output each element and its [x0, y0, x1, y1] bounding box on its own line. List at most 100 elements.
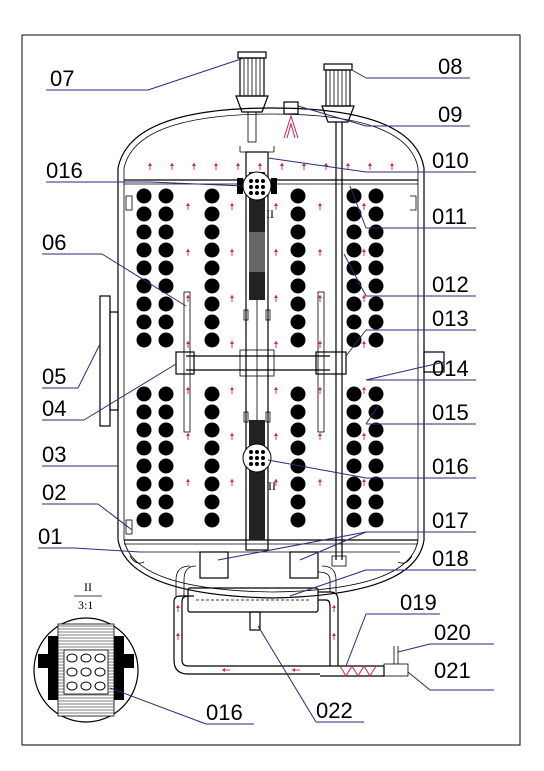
flow-arrow [236, 163, 240, 170]
detail-hole [94, 667, 106, 677]
media-ball [368, 332, 384, 348]
media-ball [204, 494, 220, 510]
flow-arrow [186, 341, 190, 348]
media-ball [290, 206, 306, 222]
flow-arrow [318, 433, 322, 440]
flow-arrows [148, 163, 394, 672]
media-ball [290, 260, 306, 276]
detail-hole [66, 653, 78, 663]
media-ball [136, 278, 152, 294]
media-ball [368, 404, 384, 420]
media-ball [158, 242, 174, 258]
label-021: 021 [434, 658, 471, 683]
flow-arrow [192, 163, 196, 170]
media-ball [136, 224, 152, 240]
flow-arrow [274, 249, 278, 256]
media-ball [368, 386, 384, 402]
label-012: 012 [432, 272, 469, 297]
media-ball [158, 332, 174, 348]
media-ball [136, 260, 152, 276]
media-ball [290, 404, 306, 420]
media-ball [136, 458, 152, 474]
media-ball [368, 296, 384, 312]
media-ball [290, 278, 306, 294]
detail-clamp-right [114, 636, 124, 700]
media-ball [346, 404, 362, 420]
label-015: 015 [432, 400, 469, 425]
media-ball [136, 386, 152, 402]
media-ball [204, 440, 220, 456]
flow-arrow [170, 163, 174, 170]
flow-arrow [230, 433, 234, 440]
media-ball [158, 296, 174, 312]
flow-arrow [368, 163, 372, 170]
flow-arrow [274, 203, 278, 210]
media-ball [290, 440, 306, 456]
media-ball [346, 296, 362, 312]
label-017: 017 [432, 508, 469, 533]
media-ball [368, 242, 384, 258]
media-ball [368, 458, 384, 474]
media-ball [368, 440, 384, 456]
media-ball [136, 404, 152, 420]
sheet-border [21, 34, 521, 746]
media-ball [346, 458, 362, 474]
media-ball [346, 260, 362, 276]
flow-arrow [362, 203, 366, 210]
media-ball [204, 242, 220, 258]
detail-hole [66, 681, 78, 691]
label-022: 022 [316, 698, 353, 723]
media-ball [368, 512, 384, 528]
side-manway [99, 295, 119, 427]
vent-09 [283, 101, 299, 139]
flow-arrow [230, 479, 234, 486]
flow-arrow [362, 249, 366, 256]
flow-arrow [274, 341, 278, 348]
media-ball [346, 494, 362, 510]
flow-arrow [362, 387, 366, 394]
detail-bolt-right [124, 654, 134, 668]
media-ball [204, 296, 220, 312]
detail-hole [94, 681, 106, 691]
label-04: 04 [42, 396, 66, 421]
media-ball [346, 278, 362, 294]
flow-arrow [274, 433, 278, 440]
media-ball [204, 224, 220, 240]
media-ball [158, 224, 174, 240]
media-ball [290, 314, 306, 330]
media-ball [204, 386, 220, 402]
label-019: 019 [400, 590, 437, 615]
flow-arrow [332, 605, 336, 612]
detail-scale: 3:1 [78, 598, 93, 612]
flow-arrow [214, 163, 218, 170]
media-ball [158, 422, 174, 438]
media-ball [346, 224, 362, 240]
flow-arrow [318, 387, 322, 394]
flow-arrow [222, 668, 230, 672]
media-ball [346, 332, 362, 348]
media-ball [136, 422, 152, 438]
media-ball [368, 494, 384, 510]
flow-arrow [176, 633, 180, 640]
cross-beam [175, 349, 347, 377]
media-ball [368, 260, 384, 276]
filter-media [136, 188, 384, 528]
media-ball [158, 458, 174, 474]
media-ball [136, 440, 152, 456]
vertical-rods [183, 291, 325, 433]
media-ball [136, 494, 152, 510]
detail-roman: II [84, 580, 92, 594]
flow-arrow [148, 163, 152, 170]
flow-arrow [258, 163, 262, 170]
detail-hole [80, 681, 92, 691]
label-02: 02 [42, 480, 66, 505]
media-ball [368, 476, 384, 492]
flow-arrow [230, 387, 234, 394]
media-ball [368, 206, 384, 222]
media-ball [158, 476, 174, 492]
media-ball [136, 476, 152, 492]
flow-arrow [390, 163, 394, 170]
flow-arrow [302, 163, 306, 170]
label-011: 011 [432, 204, 467, 229]
